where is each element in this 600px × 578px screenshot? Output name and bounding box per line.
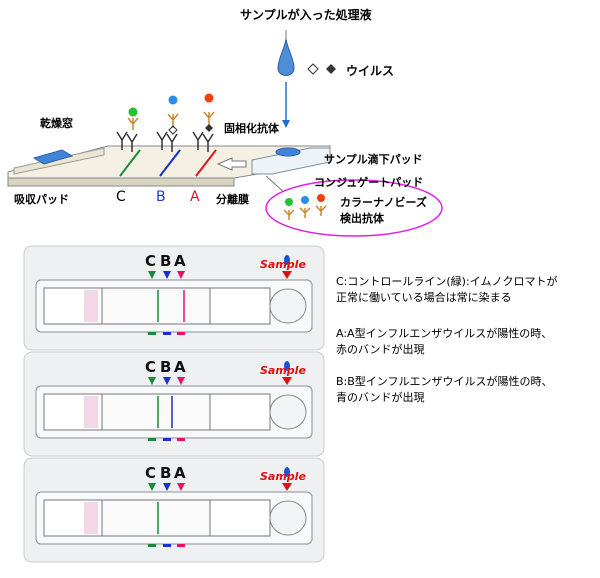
- card-line-a-label: A: [174, 358, 186, 376]
- card-graphic: [23, 351, 325, 457]
- solid-antibody-label: 固相化抗体: [224, 122, 279, 135]
- card-graphic: [23, 457, 325, 563]
- test-card: C B A Sample: [23, 245, 325, 351]
- c-line-description: C:コントロールライン(緑):イムノクロマトが 正常に働いている場合は常に染まる: [336, 275, 558, 304]
- bead-label: カラーナノビーズ: [340, 196, 427, 209]
- card-line-c-label: C: [145, 252, 157, 270]
- line-a-label: A: [190, 189, 200, 205]
- card-line-b-label: B: [160, 464, 172, 482]
- membrane-label: 分離膜: [216, 193, 249, 206]
- card-graphic: [23, 245, 325, 351]
- card-line-a-label: A: [174, 464, 186, 482]
- sample-liquid-label: サンプルが入った処理液: [240, 8, 372, 22]
- sample-label: Sample: [260, 470, 306, 483]
- a-line-description: A:A型インフルエンザウイルスが陽性の時、 赤のバンドが出現: [336, 327, 553, 356]
- dry-window: [32, 149, 74, 165]
- virus-symbols: ◇ ◆: [540, 0, 561, 13]
- card-line-a-label: A: [174, 252, 186, 270]
- sample-well: [269, 500, 307, 536]
- test-card: C B A Sample: [23, 457, 325, 563]
- card-line-c-label: C: [145, 358, 157, 376]
- virus-label: ウイルス: [346, 64, 395, 78]
- conjugate-pad-label: コンジュゲートパッド: [314, 176, 424, 189]
- droplet-icon: [277, 37, 295, 76]
- line-c-label: C: [116, 189, 126, 205]
- card-line-b-label: B: [160, 252, 172, 270]
- sample-pad-label: サンプル滴下パッド: [324, 153, 423, 166]
- dry-window-label: 乾燥窓: [40, 117, 73, 130]
- sample-label: Sample: [260, 364, 306, 377]
- b-line-description: B:B型インフルエンザウイルスが陽性の時、 青のバンドが出現: [336, 375, 553, 404]
- sample-pad: [251, 147, 331, 175]
- test-card: C B A Sample: [23, 351, 325, 457]
- card-line-c-label: C: [145, 464, 157, 482]
- sample-well: [269, 288, 307, 324]
- line-b-label: B: [156, 189, 166, 205]
- card-line-b-label: B: [160, 358, 172, 376]
- sample-well: [269, 394, 307, 430]
- strip-diagram: [7, 30, 443, 237]
- bead-callout: [265, 179, 443, 237]
- sample-label: Sample: [260, 258, 306, 271]
- detect-antibody-label: 検出抗体: [340, 212, 384, 225]
- absorb-pad-label: 吸収パッド: [14, 193, 69, 206]
